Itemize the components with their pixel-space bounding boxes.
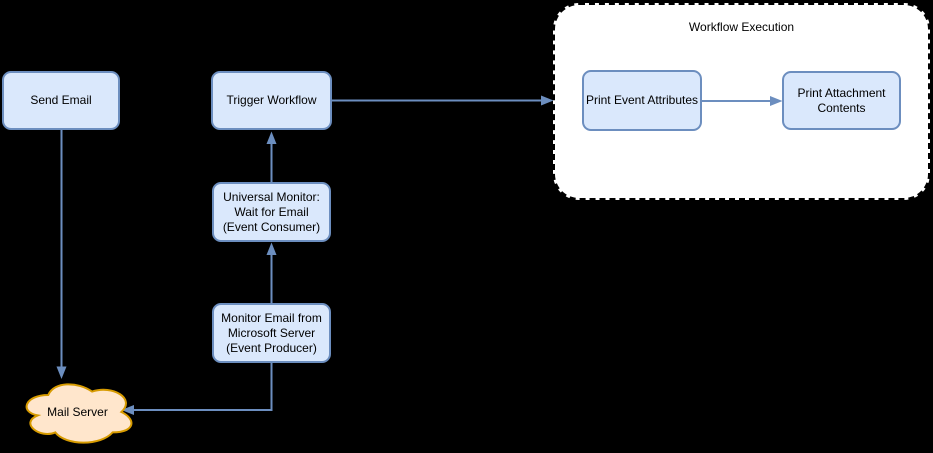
container-title: Workflow Execution — [688, 20, 795, 34]
arrowhead-to-trigger-workflow — [266, 131, 277, 144]
node-mail-server: Mail Server — [17, 376, 138, 448]
node-label: Universal Monitor: Wait for Email (Event… — [222, 189, 321, 234]
node-label: Mail Server — [47, 405, 108, 419]
node-universal-monitor: Universal Monitor: Wait for Email (Event… — [212, 182, 331, 242]
node-print-attachment-contents: Print Attachment Contents — [782, 71, 901, 130]
arrowhead-to-universal-monitor — [266, 242, 277, 255]
cloud-icon — [25, 383, 133, 444]
node-trigger-workflow: Trigger Workflow — [211, 71, 332, 130]
arrow-monitor-email-to-mail-server — [133, 362, 273, 411]
node-send-email: Send Email — [2, 71, 120, 130]
arrowhead-to-mail-server-top — [56, 366, 67, 379]
node-label: Trigger Workflow — [226, 93, 317, 107]
node-label: Send Email — [30, 93, 92, 107]
arrowhead-to-container — [541, 95, 554, 106]
node-label: Monitor Email from Microsoft Server (Eve… — [221, 310, 322, 355]
arrowhead-to-print-attachment — [770, 96, 783, 106]
cloud-shape — [25, 383, 133, 444]
node-print-event-attributes: Print Event Attributes — [582, 70, 702, 131]
node-label: Print Event Attributes — [585, 93, 699, 107]
node-monitor-email: Monitor Email from Microsoft Server (Eve… — [212, 303, 331, 363]
arrowhead-to-mail-server-right — [121, 405, 134, 415]
node-label: Print Attachment Contents — [797, 85, 886, 115]
